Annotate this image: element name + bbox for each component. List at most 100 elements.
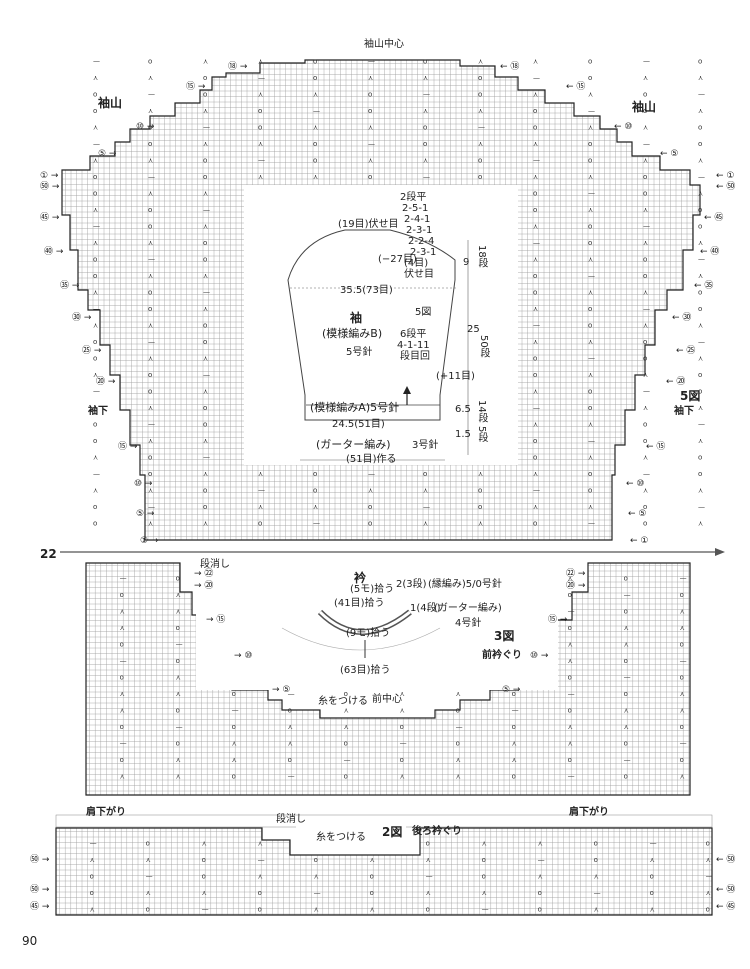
svg-text:⋏: ⋏ — [698, 520, 703, 528]
svg-text:⋏: ⋏ — [456, 773, 461, 781]
svg-text:—: — — [698, 338, 705, 346]
svg-text:o: o — [568, 624, 572, 632]
svg-text:⋏: ⋏ — [176, 773, 181, 781]
sleeve-row-mark-right: ← ⑳ — [666, 377, 686, 387]
length-cm: 25 — [467, 324, 480, 335]
svg-text:o: o — [368, 173, 372, 181]
svg-text:o: o — [202, 873, 206, 881]
svg-text:⋏: ⋏ — [680, 773, 685, 781]
svg-text:o: o — [594, 840, 598, 848]
svg-text:o: o — [288, 707, 292, 715]
back-row-mark-left: ㊿ → — [30, 885, 50, 895]
back-row-mark-right: ← ㊿ — [716, 855, 736, 865]
svg-text:o: o — [93, 107, 97, 115]
svg-text:o: o — [588, 58, 592, 66]
svg-text:⋏: ⋏ — [423, 520, 428, 528]
svg-text:—: — — [643, 388, 650, 396]
svg-text:o: o — [533, 355, 537, 363]
front-row-mark-left: → ㉒ — [194, 569, 214, 579]
svg-text:o: o — [400, 723, 404, 731]
svg-text:o: o — [680, 723, 684, 731]
sleeve-row-mark-right: ← ⑱ — [500, 62, 520, 72]
svg-text:⋏: ⋏ — [120, 608, 125, 616]
svg-text:—: — — [512, 707, 519, 715]
svg-text:⋏: ⋏ — [643, 289, 648, 297]
svg-text:—: — — [93, 388, 100, 396]
svg-text:—: — — [533, 322, 540, 330]
svg-text:o: o — [588, 223, 592, 231]
svg-text:o: o — [698, 454, 702, 462]
svg-text:⋏: ⋏ — [588, 124, 593, 132]
svg-text:—: — — [478, 124, 485, 132]
svg-text:—: — — [90, 840, 97, 848]
svg-text:o: o — [568, 591, 572, 599]
svg-text:—: — — [232, 707, 239, 715]
underarm-right-label: 袖下 — [674, 406, 694, 417]
svg-text:⋏: ⋏ — [478, 140, 483, 148]
svg-text:o: o — [533, 272, 537, 280]
collar-body-line — [281, 627, 441, 651]
svg-text:—: — — [203, 206, 210, 214]
svg-text:⋏: ⋏ — [533, 91, 538, 99]
sleeve-row-mark-left: ㊿ → — [40, 182, 60, 192]
svg-text:o: o — [680, 591, 684, 599]
svg-text:—: — — [400, 740, 407, 748]
svg-text:o: o — [478, 173, 482, 181]
svg-text:⋏: ⋏ — [258, 173, 263, 181]
svg-text:⋏: ⋏ — [148, 272, 153, 280]
svg-text:o: o — [202, 856, 206, 864]
svg-text:⋏: ⋏ — [533, 305, 538, 313]
increase-step: 6段平 — [400, 329, 427, 340]
svg-text:⋏: ⋏ — [533, 223, 538, 231]
svg-text:o: o — [148, 470, 152, 478]
sleeve-row-mark-right: ← ㉕ — [676, 346, 696, 356]
svg-text:⋏: ⋏ — [400, 773, 405, 781]
svg-text:⋏: ⋏ — [423, 487, 428, 495]
bind-off-top: (19目)伏せ目 — [338, 219, 399, 230]
sleeve-row-mark-left: ① → — [40, 171, 59, 181]
svg-text:⋏: ⋏ — [538, 840, 543, 848]
svg-text:⋏: ⋏ — [533, 256, 538, 264]
svg-text:⋏: ⋏ — [148, 322, 153, 330]
svg-text:o: o — [176, 740, 180, 748]
svg-text:⋏: ⋏ — [568, 740, 573, 748]
svg-text:—: — — [588, 520, 595, 528]
svg-text:⋏: ⋏ — [120, 690, 125, 698]
svg-text:⋏: ⋏ — [370, 906, 375, 914]
svg-text:o: o — [368, 503, 372, 511]
svg-text:⋏: ⋏ — [568, 723, 573, 731]
decrease-step: 2-2-4 — [408, 236, 435, 247]
svg-text:—: — — [698, 256, 705, 264]
svg-text:—: — — [624, 674, 631, 682]
svg-text:⋏: ⋏ — [400, 707, 405, 715]
svg-text:⋏: ⋏ — [698, 74, 703, 82]
svg-text:⋏: ⋏ — [120, 707, 125, 715]
svg-text:—: — — [120, 575, 127, 583]
sleeve-row-mark-left: ㉚ → — [72, 313, 92, 323]
svg-text:o: o — [680, 756, 684, 764]
svg-text:o: o — [698, 124, 702, 132]
svg-text:⋏: ⋏ — [533, 421, 538, 429]
svg-text:⋏: ⋏ — [93, 322, 98, 330]
svg-text:⋏: ⋏ — [203, 272, 208, 280]
collar-pick-63: (63目)拾う — [340, 665, 391, 676]
svg-text:—: — — [368, 470, 375, 478]
svg-text:o: o — [93, 437, 97, 445]
svg-text:o: o — [313, 58, 317, 66]
svg-text:—: — — [203, 289, 210, 297]
svg-text:⋏: ⋏ — [258, 873, 263, 881]
schematic-panel — [244, 185, 518, 465]
svg-text:—: — — [148, 91, 155, 99]
svg-text:o: o — [423, 470, 427, 478]
svg-text:⋏: ⋏ — [203, 437, 208, 445]
sleeve-row-mark-left: ⑮ → — [118, 442, 138, 452]
svg-text:⋏: ⋏ — [680, 624, 685, 632]
direction-arrow-head — [403, 386, 411, 394]
svg-text:⋏: ⋏ — [93, 487, 98, 495]
svg-text:o: o — [203, 487, 207, 495]
svg-text:o: o — [258, 889, 262, 897]
svg-text:—: — — [176, 641, 183, 649]
svg-text:o: o — [698, 305, 702, 313]
svg-text:⋏: ⋏ — [313, 503, 318, 511]
svg-text:o: o — [93, 503, 97, 511]
